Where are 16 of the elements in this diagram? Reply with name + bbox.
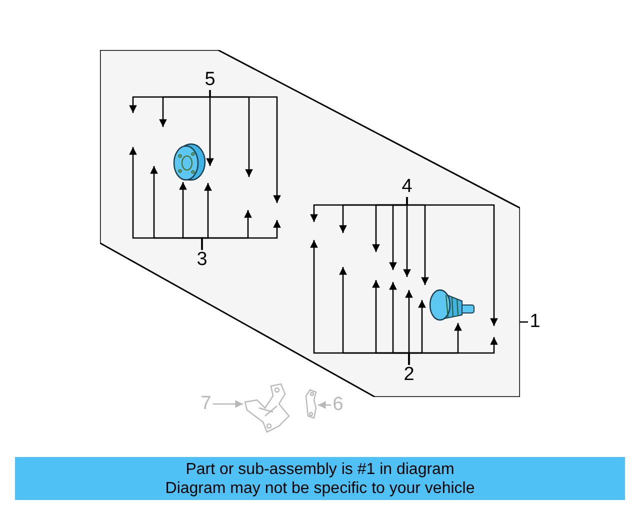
notice-text: Part or sub-assembly is #1 in diagram xyxy=(186,460,454,478)
callout-number: 2 xyxy=(401,365,417,385)
callout-number: 1 xyxy=(527,312,543,332)
callout-number: 5 xyxy=(202,70,218,90)
callout-number: 7 xyxy=(198,394,214,414)
callout-number: 6 xyxy=(330,395,346,415)
leader-line xyxy=(318,401,331,409)
leader-line xyxy=(406,197,498,326)
leader-line xyxy=(209,90,281,203)
leader-line xyxy=(408,337,498,365)
callout-number: 4 xyxy=(399,177,415,197)
callout-number: 3 xyxy=(194,250,210,270)
leader-line xyxy=(213,400,243,408)
leader-line xyxy=(520,321,528,323)
leader-line xyxy=(201,220,281,250)
notice-text: Diagram may not be specific to your vehicle xyxy=(165,478,475,498)
